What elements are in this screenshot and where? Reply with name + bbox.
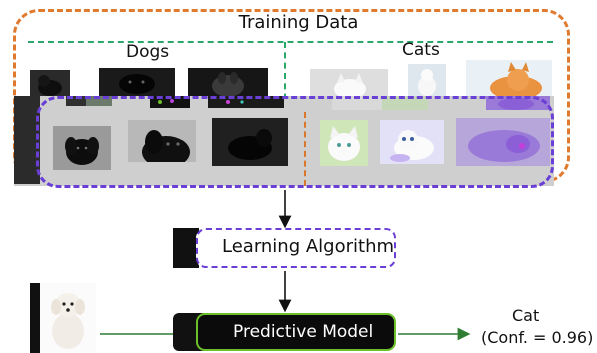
dog-photo-2 [128,120,196,172]
dogs-cats-divider-vertical [284,42,286,110]
learning-algorithm-box [196,228,396,268]
predictive-model-label: Predictive Model [233,322,374,342]
dog-photo-3 [212,118,288,166]
glitch-fragment [332,96,428,110]
cat-photo-1 [320,120,368,166]
dog-photo-1 [53,126,111,170]
test-dog-photo [40,283,96,353]
output-class-label: Cat [512,306,540,325]
cat-photo-small-2 [408,64,446,98]
strip-dark-edge [14,96,40,184]
training-photo-frame [36,96,554,188]
training-data-title: Training Data [238,12,359,33]
dogs-label: Dogs [126,42,170,62]
cat-photo-3 [456,118,550,166]
algorithm-dark-edge [173,228,199,268]
cat-photo-small-3 [466,60,552,100]
glitch-fragment [150,96,190,108]
cat-photo-small-1 [310,69,388,101]
glitch-fragment [66,96,112,106]
cats-label: Cats [402,40,440,60]
test-image-dark-edge [30,283,40,353]
dog-photo-small-1 [30,70,70,100]
cat-photo-2 [380,120,444,164]
predictive-model-box [196,313,396,351]
glitch-fragment [208,96,284,108]
dogs-cats-separator [304,112,306,186]
output-confidence-label: (Conf. = 0.96) [481,328,594,347]
dogs-cats-divider-horizontal [28,41,553,43]
dog-photo-small-2 [99,68,175,100]
learning-algorithm-label: Learning Algorithm [222,236,395,257]
